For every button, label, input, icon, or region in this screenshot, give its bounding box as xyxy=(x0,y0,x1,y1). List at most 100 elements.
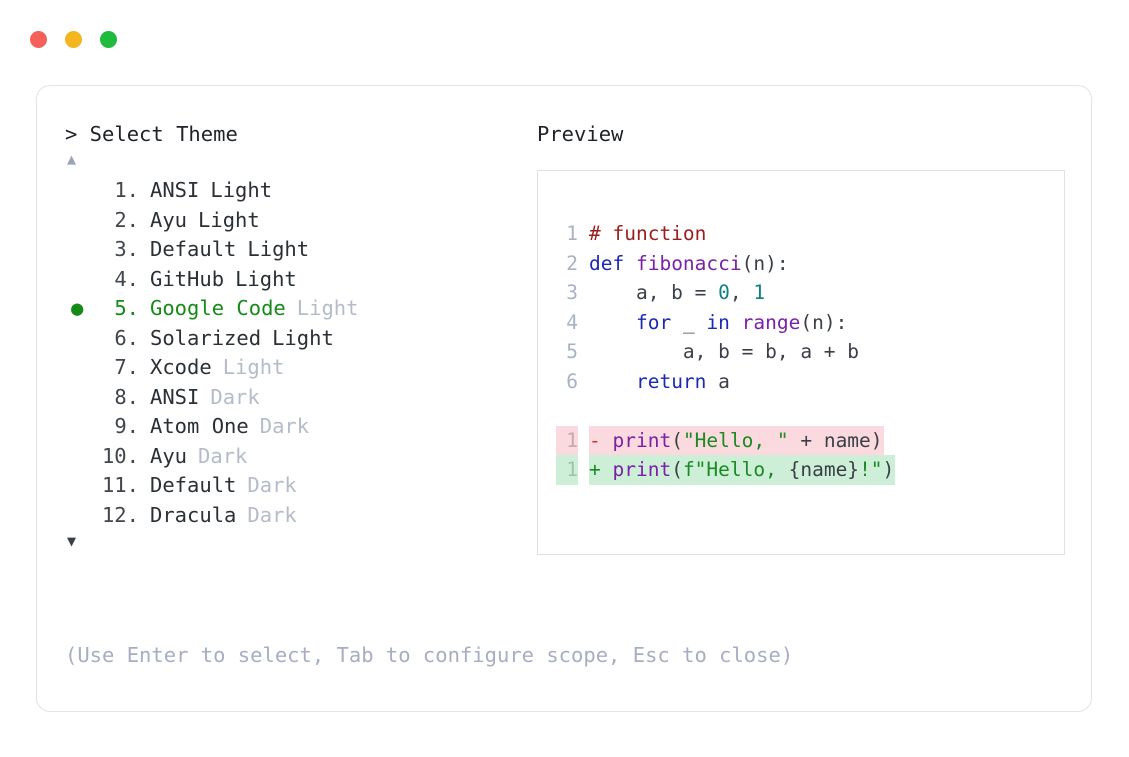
code-token: print xyxy=(612,428,672,452)
theme-list-item[interactable]: 11. Default Dark xyxy=(65,471,535,501)
theme-item-index: 10. xyxy=(101,443,139,468)
theme-item-index: 6. xyxy=(114,325,139,350)
page-title: > Select Theme xyxy=(65,122,238,146)
maximize-button[interactable] xyxy=(100,31,117,48)
theme-item-mode: Dark xyxy=(247,502,297,527)
code-line-content: a, b = 0, 1 xyxy=(589,278,765,308)
code-line-number: 1 xyxy=(556,455,578,485)
theme-list-item[interactable]: 3. Default Light xyxy=(65,235,535,265)
code-line: 6 return a xyxy=(538,367,1064,397)
code-token: a, b = xyxy=(589,281,719,304)
code-token: (n): xyxy=(800,310,848,334)
close-button[interactable] xyxy=(30,31,47,48)
theme-item-index: 2. xyxy=(114,207,139,232)
code-token: for xyxy=(635,310,672,334)
code-token: a xyxy=(706,369,730,393)
preview-label: Preview xyxy=(537,122,624,146)
code-token: , xyxy=(729,281,754,304)
theme-list-item[interactable]: 7. Xcode Light xyxy=(65,353,535,383)
theme-item-mode: Dark xyxy=(198,443,248,468)
code-token: a, b = b, a + b xyxy=(589,340,860,363)
theme-item-mode: Light xyxy=(222,355,285,379)
code-token: f"Hello, xyxy=(682,458,789,481)
code-line: 4 for _ in range(n): xyxy=(538,308,1064,338)
selected-bullet-icon: ● xyxy=(71,296,84,320)
theme-item-name: Default xyxy=(150,237,237,261)
code-blank-line xyxy=(538,396,1064,426)
scroll-up-icon[interactable]: ▲ xyxy=(67,150,77,168)
theme-item-name: Ayu xyxy=(150,207,188,232)
code-line-number: 5 xyxy=(566,340,578,363)
theme-item-index: 8. xyxy=(114,384,139,409)
minimize-button[interactable] xyxy=(65,31,82,48)
code-token: "Hello, " xyxy=(682,428,789,452)
theme-item-name: Atom One xyxy=(150,414,249,438)
theme-item-mode: Dark xyxy=(259,414,310,438)
code-token xyxy=(730,311,742,334)
code-token: (n): xyxy=(741,251,789,275)
code-line: 3 a, b = 0, 1 xyxy=(538,278,1064,308)
code-token: ( xyxy=(671,428,683,452)
code-token: fibonacci xyxy=(635,251,742,275)
code-token: return xyxy=(635,369,707,393)
code-line: 1# function xyxy=(538,219,1064,249)
theme-item-mode: Dark xyxy=(247,473,297,497)
code-line-number: 1 xyxy=(556,425,578,455)
code-line-content: - print("Hello, " + name) xyxy=(589,425,884,455)
theme-item-mode: Light xyxy=(198,207,260,232)
theme-list-item[interactable]: 2. Ayu Light xyxy=(65,206,535,236)
scroll-down-icon[interactable]: ▼ xyxy=(67,532,77,550)
code-diff-line-add: 1 + print(f"Hello, {name}!") xyxy=(538,455,1064,485)
keyboard-hint: (Use Enter to select, Tab to configure s… xyxy=(65,643,794,667)
theme-item-mode: Light xyxy=(296,296,359,320)
code-line: 5 a, b = b, a + b xyxy=(538,337,1064,367)
theme-item-index: 1. xyxy=(114,178,139,202)
theme-item-name: Ayu xyxy=(150,443,188,468)
theme-list-item[interactable]: 9. Atom One Dark xyxy=(65,412,535,442)
theme-item-index: 7. xyxy=(114,355,139,379)
code-token: print xyxy=(612,458,672,481)
theme-item-index: 9. xyxy=(114,414,139,438)
code-line-number: 4 xyxy=(566,310,578,334)
theme-item-name: Google Code xyxy=(150,296,286,320)
window-traffic-lights xyxy=(30,31,117,48)
theme-item-mode: Light xyxy=(272,325,334,350)
code-line-content: # function xyxy=(589,219,706,249)
diff-marker: + xyxy=(589,458,613,481)
code-token xyxy=(589,370,636,393)
theme-item-name: ANSI xyxy=(150,178,200,202)
code-line-number: 6 xyxy=(566,369,578,393)
code-line-content: + print(f"Hello, {name}!") xyxy=(589,455,896,485)
theme-item-index: 4. xyxy=(114,266,139,291)
code-line-content: a, b = b, a + b xyxy=(589,337,859,367)
code-token: 0 xyxy=(718,281,730,304)
theme-item-name: ANSI xyxy=(150,384,200,409)
code-token: {name} xyxy=(788,458,860,481)
theme-item-index: 3. xyxy=(114,237,139,261)
theme-item-index: 12. xyxy=(101,502,139,527)
code-line-content: return a xyxy=(589,367,730,397)
code-token: ) xyxy=(882,458,895,481)
code-token: !" xyxy=(859,458,883,481)
code-token: def xyxy=(589,251,636,275)
theme-item-name: Xcode xyxy=(150,355,212,379)
theme-item-index: 11. xyxy=(101,473,139,497)
code-token: # function xyxy=(589,222,707,245)
theme-item-name: Default xyxy=(150,473,237,497)
theme-list-item[interactable]: 10. Ayu Dark xyxy=(65,442,535,472)
code-line-content: def fibonacci(n): xyxy=(589,249,789,279)
diff-marker: - xyxy=(589,428,613,452)
theme-item-mode: Light xyxy=(247,237,310,261)
code-diff-line-del: 1 - print("Hello, " + name) xyxy=(538,425,1064,455)
code-token: _ xyxy=(671,310,707,334)
